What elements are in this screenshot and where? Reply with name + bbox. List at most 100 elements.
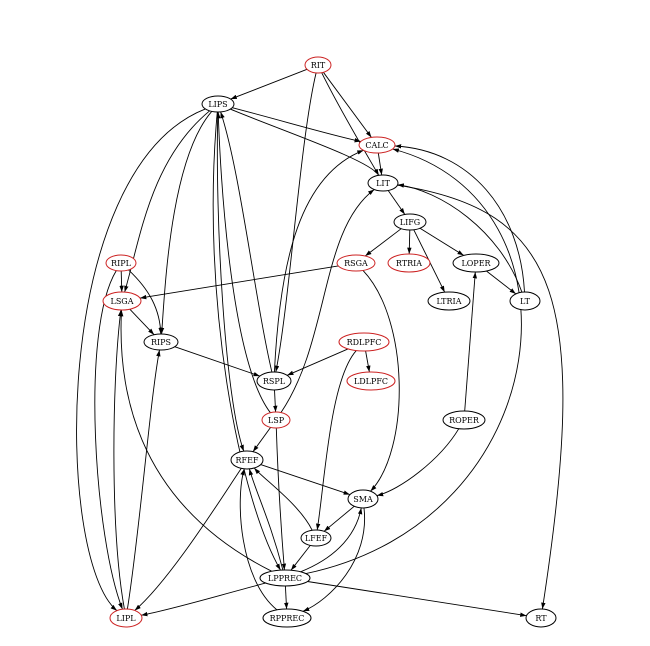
node-label: RFEF <box>236 456 259 465</box>
node-rt: RT <box>525 608 557 628</box>
node-label: LFEF <box>305 534 328 543</box>
edge-lit-to-rt <box>397 184 564 610</box>
node-ellipse <box>262 608 312 628</box>
node-lfef: LFEF <box>300 529 332 547</box>
node-ellipse <box>367 174 399 192</box>
edge-rdlpfc-to-rspl <box>287 348 349 376</box>
node-lpprec: LPPREC <box>259 569 311 587</box>
node-label: LSGA <box>111 297 134 306</box>
node-rdlpfc: RDLPFC <box>338 332 390 352</box>
edge-rspl-to-lsp <box>273 389 278 413</box>
node-loper: LOPER <box>452 253 500 273</box>
edge-loper-to-lt <box>486 270 517 295</box>
node-label: RDLPFC <box>347 338 382 347</box>
node-ellipse <box>338 332 390 352</box>
node-rtria: RTRIA <box>387 253 431 273</box>
node-lsp: LSP <box>261 411 291 429</box>
edge-rdlpfc-to-ldlpfc <box>365 350 371 373</box>
edge-sma-to-rpprec <box>302 507 366 612</box>
edge-rit-to-lit <box>321 72 380 176</box>
node-lipl: LIPL <box>109 608 143 628</box>
edge-lfef-to-rfef <box>253 467 313 531</box>
edge-lpprec-to-rt <box>307 581 527 617</box>
node-ellipse <box>230 450 264 470</box>
edge-rspl-to-lips <box>220 111 273 373</box>
edge-roper-to-sma <box>376 428 460 497</box>
node-label: LIPL <box>116 614 136 623</box>
node-ellipse <box>105 254 137 272</box>
edge-lpprec-to-rpprec <box>284 585 289 610</box>
node-label: LPPREC <box>268 574 302 583</box>
edge-rsga-to-sma <box>362 270 400 492</box>
edge-lips-to-rips <box>159 111 213 335</box>
node-lifg: LIFG <box>393 213 427 231</box>
node-lips: LIPS <box>201 95 235 113</box>
node-label: LIT <box>376 179 390 188</box>
edge-lpprec-to-sma <box>300 507 363 573</box>
node-label: LTRIA <box>437 297 462 306</box>
edge-lips-to-lpprec <box>212 111 281 571</box>
node-ellipse <box>427 291 471 311</box>
edge-rpprec-to-rfef <box>239 468 278 611</box>
edge-lips-to-rfef <box>216 111 245 452</box>
node-ellipse <box>336 254 376 272</box>
node-lsga: LSGA <box>102 291 142 311</box>
node-lt: LT <box>509 291 541 311</box>
edge-calc-to-lit <box>377 152 383 176</box>
edge-rips-to-rspl <box>174 346 260 377</box>
node-ldlpfc: LDLPFC <box>346 371 396 391</box>
node-rsga: RSGA <box>336 254 376 272</box>
node-rfef: RFEF <box>230 450 264 470</box>
node-ltria: LTRIA <box>427 291 471 311</box>
edge-lfef-to-lpprec <box>290 545 311 571</box>
edge-lpprec-to-lipl <box>141 582 266 617</box>
edge-lips-to-lit <box>230 108 380 176</box>
edge-rfef-to-sma <box>260 464 351 496</box>
node-ellipse <box>347 489 379 509</box>
node-label: SMA <box>353 495 373 504</box>
node-label: RSGA <box>344 259 368 268</box>
node-label: RIPS <box>151 338 171 347</box>
node-label: RT <box>535 614 547 623</box>
node-label: LIPS <box>208 100 227 109</box>
node-label: RIPL <box>111 259 132 268</box>
edge-lt-to-lit <box>397 183 523 293</box>
node-ellipse <box>509 291 541 311</box>
node-label: LIFG <box>400 218 420 227</box>
edge-lpprec-to-lsga <box>118 309 272 572</box>
node-label: RSPL <box>263 377 286 386</box>
edge-ripl-to-lsga <box>119 270 124 293</box>
node-roper: ROPER <box>442 410 486 430</box>
node-label: LDLPFC <box>354 377 388 386</box>
node-ellipse <box>525 608 557 628</box>
node-ellipse <box>304 56 332 74</box>
edge-lips-to-calc <box>232 107 361 143</box>
edges <box>76 68 564 617</box>
edge-lit-to-lifg <box>387 190 406 215</box>
node-label: LT <box>520 297 531 306</box>
node-ellipse <box>261 411 291 429</box>
node-calc: CALC <box>358 136 396 154</box>
node-ellipse <box>452 253 500 273</box>
edge-rdlpfc-to-lfef <box>315 350 357 531</box>
node-ellipse <box>442 410 486 430</box>
edge-rsga-to-lsga <box>139 265 339 300</box>
node-ellipse <box>387 253 431 273</box>
edge-lipl-to-rips <box>126 349 161 610</box>
edge-lsga-to-rips <box>129 308 155 336</box>
edge-lipl-to-lsga <box>113 309 125 610</box>
node-rit: RIT <box>304 56 332 74</box>
node-label: LOPER <box>461 259 491 268</box>
node-label: CALC <box>365 141 388 150</box>
node-ellipse <box>393 213 427 231</box>
node-label: ROPER <box>449 416 480 425</box>
edge-lifg-to-rtria <box>407 229 412 255</box>
edge-lsp-to-lit <box>280 189 375 413</box>
node-ellipse <box>259 569 311 587</box>
edge-lsp-to-rfef <box>252 427 271 452</box>
node-ripl: RIPL <box>105 254 137 272</box>
nodes: RIT LIPS CALC LIT LIFG RIPL RSGA RTRIA LOPER LSGA… <box>102 56 557 628</box>
node-rspl: RSPL <box>256 371 292 391</box>
edge-roper-to-loper <box>464 271 478 412</box>
node-label: RTRIA <box>396 259 422 268</box>
